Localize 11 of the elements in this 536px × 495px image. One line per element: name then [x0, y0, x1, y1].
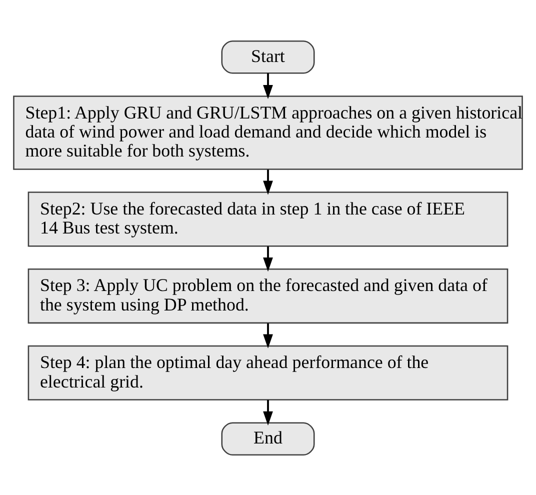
node-box: Step 3: Apply UC problem on the forecasted and given data of the system using DP method.: [28, 268, 508, 324]
arrow: [263, 322, 273, 348]
arrow: [263, 72, 273, 99]
node-box: Step2: Use the forecasted data in step 1 in the case of IEEE 14 Bus test system.: [28, 191, 508, 246]
arrow: [263, 399, 273, 425]
node-box: Start: [221, 40, 315, 74]
node-box: Step1: Apply GRU and GRU/LSTM approaches on a given historical data of wind power and load demand and decide which model is more suitable for both systems.: [13, 95, 523, 170]
arrow: [263, 169, 273, 194]
arrow: [263, 246, 273, 272]
node-box: End: [221, 422, 315, 456]
node-box: Step 4: plan the optimal day ahead performance of the electrical grid.: [28, 344, 508, 400]
